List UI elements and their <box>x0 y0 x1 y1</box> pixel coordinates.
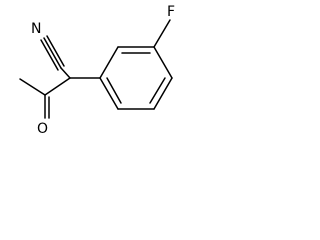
bond-nitrile-carbon-to-ch <box>60 67 71 79</box>
nitrile-bond-line-3 <box>46 35 65 67</box>
carbonyl-double-bond <box>44 94 50 119</box>
ring-bond-3 <box>153 46 173 79</box>
ring-inner-double-3 <box>106 77 122 104</box>
chemical-structure-diagram: N O F <box>19 4 175 137</box>
bond-carbonyl-to-methyl <box>19 78 46 96</box>
ring-inner-double-2 <box>149 77 166 104</box>
ring-bond-6 <box>99 77 119 110</box>
nitrile-bond-line-2 <box>40 39 59 71</box>
nitrogen-atom-label: N <box>31 21 41 37</box>
nitrile-bond-line-1 <box>43 37 62 69</box>
bond-ring-to-fluorine <box>153 19 171 48</box>
ring-bond-1 <box>99 46 119 79</box>
nitrile-group <box>40 35 65 71</box>
ring-bond-4 <box>153 77 173 110</box>
fluorine-atom-label: F <box>167 4 175 20</box>
oxygen-atom-label: O <box>37 121 48 137</box>
benzene-ring <box>99 46 173 110</box>
bond-ch-to-carbonyl <box>44 77 71 96</box>
